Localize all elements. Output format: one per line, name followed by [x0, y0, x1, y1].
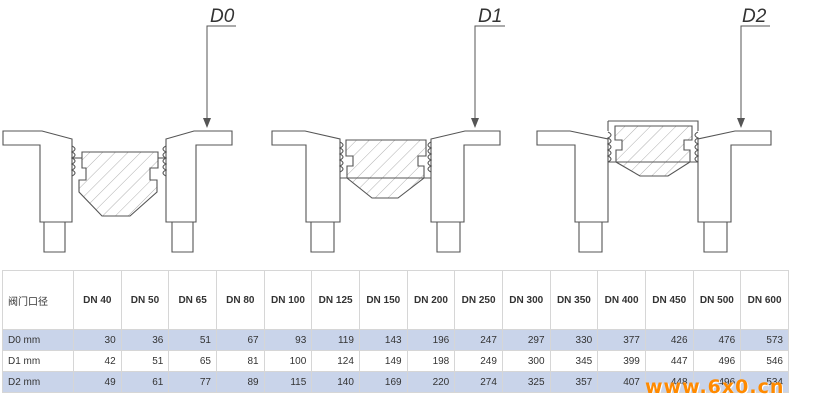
table-cell: 169 — [358, 371, 408, 393]
table-cell: 330 — [549, 329, 599, 351]
leader-d0: D0 — [203, 6, 236, 128]
table-row: D0 mm 30 36 51 67 93 119 143 196 247 297… — [2, 329, 789, 351]
watermark-text: www.6x0.cn — [645, 376, 785, 398]
table-cell: 546 — [740, 350, 789, 372]
leader-d2: D2 — [737, 6, 770, 128]
column-header: DN 500 — [692, 270, 742, 330]
table-cell: 496 — [692, 371, 742, 393]
label-d1: D1 — [478, 6, 502, 27]
table-cell: 448 — [644, 371, 694, 393]
column-header: DN 125 — [311, 270, 360, 330]
table-cell: 149 — [358, 350, 408, 372]
table-cell: 61 — [120, 371, 170, 393]
table-cell: 220 — [406, 371, 456, 393]
table-cell: 51 — [168, 329, 217, 351]
dimension-table: 阀门口径 DN 40 DN 50 DN 65 DN 80 DN 100 DN 1… — [2, 270, 789, 393]
header-label: 阀门口径 — [2, 270, 74, 330]
table-cell: 274 — [454, 371, 503, 393]
figure-d0 — [2, 130, 233, 253]
dimension-diagram: D0 D1 D2 — [2, 6, 772, 253]
label-d2: D2 — [742, 6, 767, 27]
label-d0: D0 — [210, 6, 235, 27]
table-cell: 51 — [120, 350, 170, 372]
table-cell: 357 — [549, 371, 599, 393]
column-header: DN 450 — [644, 270, 694, 330]
table-row: D2 mm 49 61 77 89 115 140 169 220 274 32… — [2, 371, 789, 393]
table-cell: 115 — [263, 371, 313, 393]
table-cell: 77 — [168, 371, 217, 393]
table-cell: 249 — [454, 350, 503, 372]
table-cell: 93 — [263, 329, 313, 351]
column-header: DN 80 — [215, 270, 265, 330]
column-header: DN 40 — [73, 270, 122, 330]
table-cell: 67 — [215, 329, 265, 351]
leader-d1: D1 — [471, 6, 505, 128]
column-header: DN 50 — [120, 270, 170, 330]
table-cell: 247 — [454, 329, 503, 351]
table-cell: 496 — [692, 350, 742, 372]
table-cell: 36 — [120, 329, 170, 351]
table-cell: 49 — [73, 371, 122, 393]
table-cell: 30 — [73, 329, 122, 351]
table-cell: 407 — [597, 371, 646, 393]
column-header: DN 150 — [358, 270, 408, 330]
row-label: D0 mm — [2, 329, 74, 351]
table-cell: 89 — [215, 371, 265, 393]
column-header: DN 250 — [454, 270, 503, 330]
table-cell: 140 — [311, 371, 360, 393]
table-cell: 198 — [406, 350, 456, 372]
table-cell: 426 — [644, 329, 694, 351]
column-header: DN 65 — [168, 270, 217, 330]
column-header: DN 200 — [406, 270, 456, 330]
column-header: DN 350 — [549, 270, 599, 330]
table-cell: 119 — [311, 329, 360, 351]
column-header: DN 100 — [263, 270, 313, 330]
table-cell: 297 — [501, 329, 551, 351]
table-cell: 476 — [692, 329, 742, 351]
column-header: DN 400 — [597, 270, 646, 330]
table-cell: 100 — [263, 350, 313, 372]
table-cell: 399 — [597, 350, 646, 372]
column-header: DN 300 — [501, 270, 551, 330]
table-cell: 300 — [501, 350, 551, 372]
table-header-row: 阀门口径 DN 40 DN 50 DN 65 DN 80 DN 100 DN 1… — [2, 270, 789, 330]
table-cell: 534 — [740, 371, 789, 393]
column-header: DN 600 — [740, 270, 789, 330]
table-cell: 42 — [73, 350, 122, 372]
table-row: D1 mm 42 51 65 81 100 124 149 198 249 30… — [2, 350, 789, 372]
table-cell: 447 — [644, 350, 694, 372]
table-cell: 65 — [168, 350, 217, 372]
table-cell: 345 — [549, 350, 599, 372]
table-cell: 196 — [406, 329, 456, 351]
table-cell: 377 — [597, 329, 646, 351]
table-cell: 124 — [311, 350, 360, 372]
figure-d1 — [271, 130, 501, 253]
table-cell: 325 — [501, 371, 551, 393]
row-label: D2 mm — [2, 371, 74, 393]
table-cell: 573 — [740, 329, 789, 351]
table-cell: 81 — [215, 350, 265, 372]
figure-d2 — [536, 120, 772, 253]
table-cell: 143 — [358, 329, 408, 351]
row-label: D1 mm — [2, 350, 74, 372]
